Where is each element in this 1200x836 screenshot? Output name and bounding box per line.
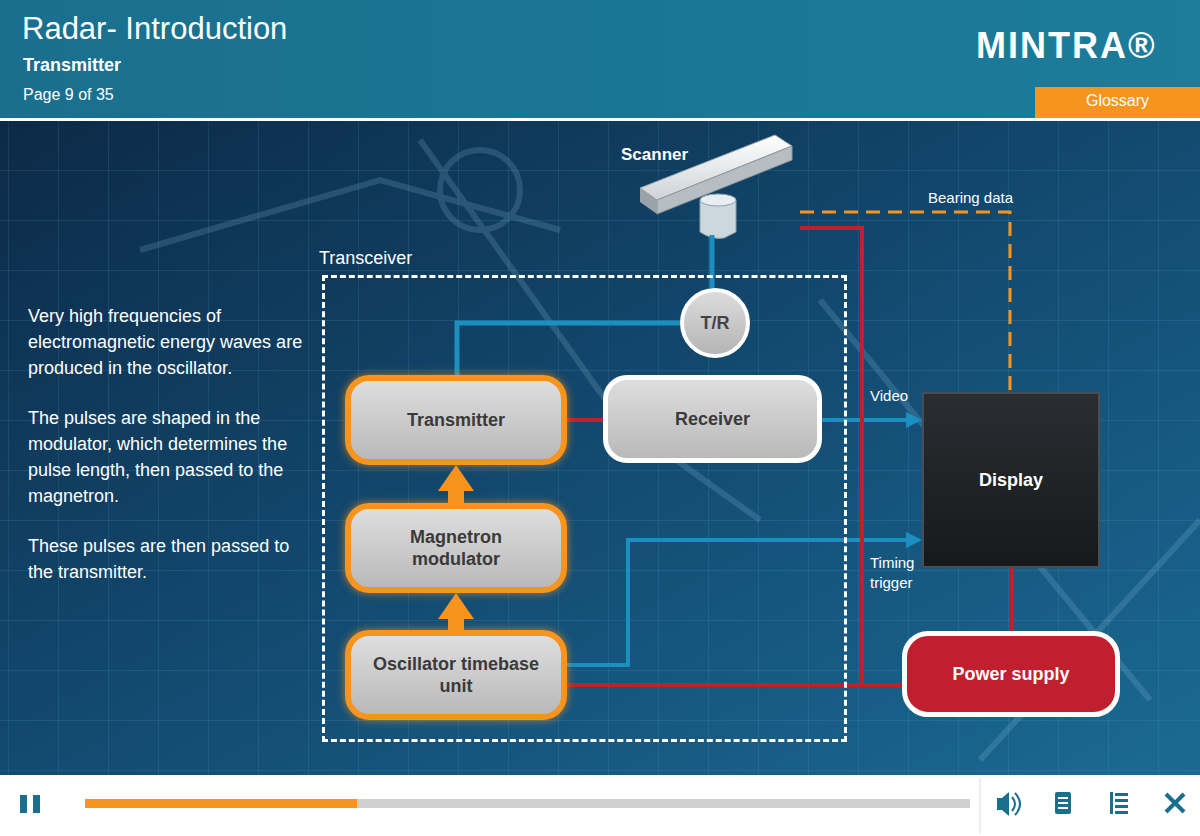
- header-bar: [0, 0, 1200, 118]
- arrow-head: [438, 465, 474, 491]
- node-text: Magnetron modulator: [365, 526, 547, 570]
- connector: [800, 228, 902, 685]
- slide-title: Radar- Introduction: [22, 11, 287, 47]
- glossary-label: Glossary: [1035, 92, 1200, 110]
- body-text: These pulses are then passed to the tran…: [28, 533, 313, 585]
- connector-line: [800, 228, 902, 685]
- body-text: The pulses are shaped in the modulator, …: [28, 405, 313, 509]
- node-text: Transmitter: [407, 409, 505, 431]
- slide-subtitle: Transmitter: [23, 55, 121, 76]
- menu-icon: [1110, 792, 1128, 814]
- display-unit: Display: [922, 392, 1100, 568]
- audio-icon: [997, 792, 1020, 816]
- divider: [980, 778, 981, 834]
- process-box: Receiver: [603, 375, 822, 463]
- node-text: Transceiver: [319, 248, 412, 269]
- connector-line: [567, 683, 902, 687]
- signal-label: Timing trigger: [870, 553, 930, 593]
- connector: [438, 465, 474, 503]
- arrow-head: [906, 412, 922, 428]
- connector: [800, 212, 1010, 392]
- connector: [822, 412, 922, 428]
- progress-track: [85, 799, 970, 808]
- process-box: Oscillator timebase unit: [345, 630, 567, 720]
- node-text: Scanner: [621, 145, 688, 165]
- connector: [567, 532, 922, 665]
- signal-label: Video: [870, 386, 908, 406]
- grid-overlay: [0, 121, 1200, 775]
- connector-line: [800, 212, 1010, 392]
- transceiver-group: TransceiverT/RTransmitterReceiverMagnetr…: [322, 275, 847, 742]
- node-text: Oscillator timebase unit: [365, 653, 547, 697]
- connector-line: [710, 235, 715, 288]
- connector-line: [448, 489, 464, 503]
- glossary-button: [1035, 87, 1200, 118]
- pause-icon: [33, 795, 40, 813]
- connector: [1012, 568, 1013, 631]
- power-box: Power supply: [902, 631, 1120, 717]
- pause-icon: [20, 795, 27, 813]
- connector: [567, 420, 603, 421]
- connector: [567, 685, 902, 686]
- node-text: Receiver: [675, 408, 750, 430]
- header-rule: [0, 118, 1200, 121]
- connector: [438, 593, 474, 630]
- signal-label: Bearing data: [928, 188, 1013, 208]
- control-bar: [0, 775, 1200, 836]
- node-text: T/R: [701, 313, 730, 334]
- connector: [457, 323, 680, 375]
- connector-line: [567, 540, 908, 665]
- body-text: Very high frequencies of electromagnetic…: [28, 303, 313, 381]
- connector-line: [567, 418, 603, 422]
- arrow-head: [906, 532, 922, 548]
- node-text: Power supply: [952, 664, 1069, 685]
- process-box: Magnetron modulator: [345, 503, 567, 593]
- brand-logo: MINTRA®: [976, 25, 1157, 67]
- progress-fill: [85, 799, 357, 808]
- scanner-unit: Scanner: [605, 140, 800, 235]
- connector-line: [822, 418, 908, 422]
- connector: [712, 235, 713, 288]
- process-box: Transmitter: [345, 375, 567, 465]
- node-text: Display: [979, 470, 1043, 491]
- connector-line: [1010, 568, 1014, 631]
- transcript-icon: [1055, 792, 1071, 814]
- close-icon: [1166, 794, 1184, 812]
- tr-switch: T/R: [680, 288, 750, 358]
- body-ground: [0, 121, 1200, 775]
- page-counter: Page 9 of 35: [23, 86, 114, 104]
- arrow-head: [438, 593, 474, 619]
- connector-line: [457, 323, 680, 375]
